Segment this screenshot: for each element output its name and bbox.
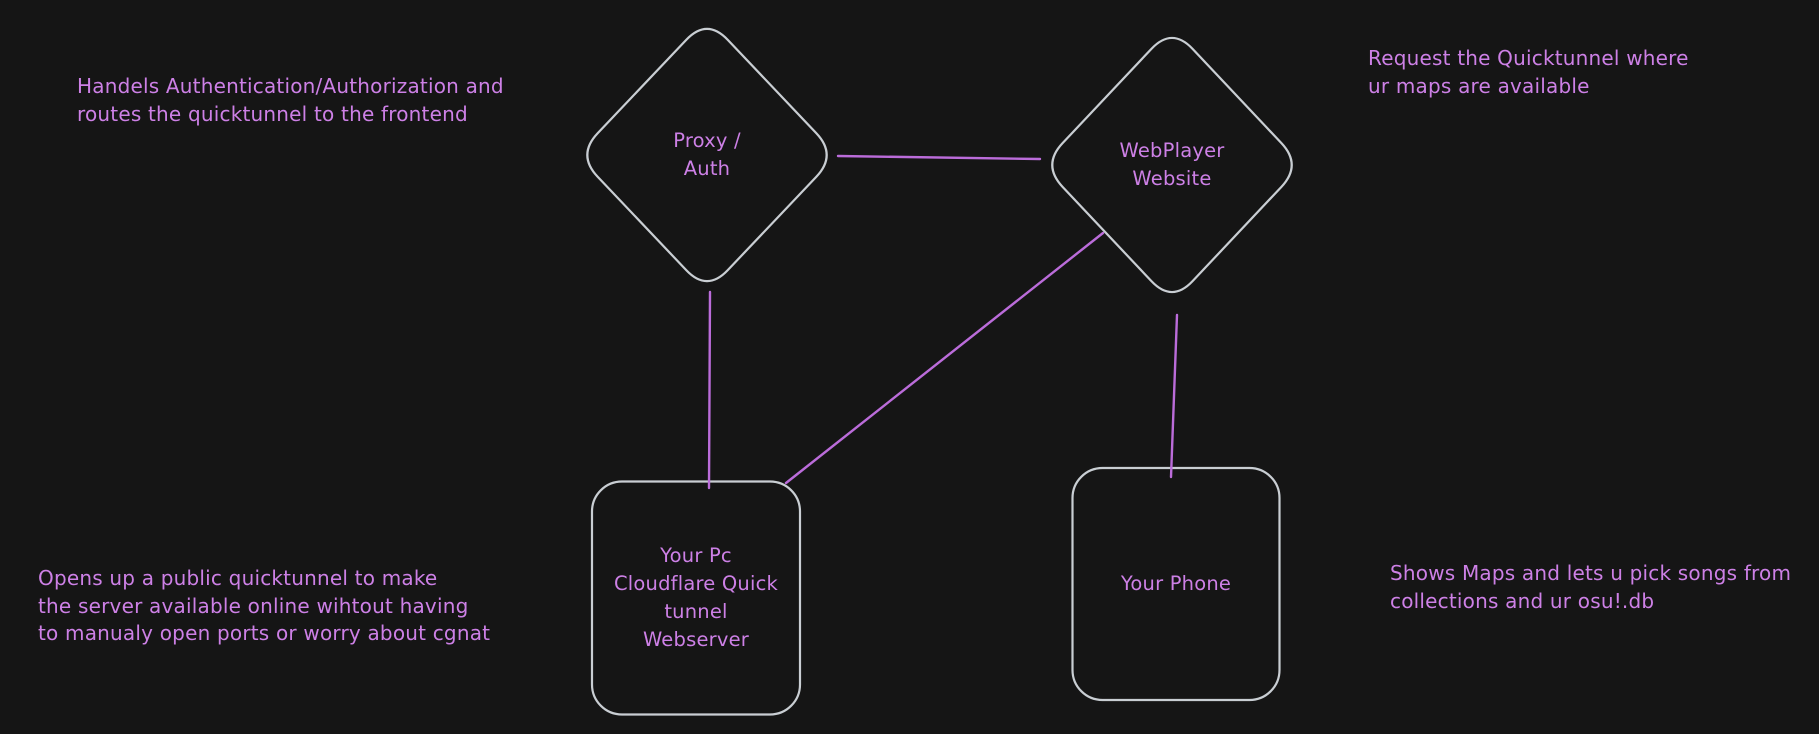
annotation-proxy-note-line: Handels Authentication/Authorization and	[77, 74, 504, 98]
node-your-pc-webserver-shape[interactable]	[590, 480, 802, 716]
node-proxy-auth-label-line: Auth	[683, 157, 731, 180]
node-your-pc-webserver-label-line: Webserver	[642, 628, 750, 651]
node-your-pc-webserver-label-line: Cloudflare Quick	[613, 572, 779, 595]
annotation-proxy-note-line: routes the quicktunnel to the frontend	[77, 101, 468, 126]
annotation-tunnel-note-line: the server available online wihtout havi…	[38, 593, 469, 618]
annotation-tunnel-note-line: Opens up a public quicktunnel to make	[38, 566, 438, 590]
shapes-layer	[586, 27, 1293, 716]
annotation-phone-note-line: Shows Maps and lets u pick songs from	[1390, 561, 1792, 585]
node-your-phone-label[interactable]: Your Phone	[1121, 570, 1231, 598]
node-webplayer-website-label-line: Website	[1132, 167, 1212, 190]
node-proxy-auth-shape[interactable]	[586, 27, 828, 283]
edge-proxy-to-pc[interactable]	[707, 290, 712, 490]
annotation-webplayer-note-line: Request the Quicktunnel where	[1368, 46, 1689, 70]
edges-layer	[707, 154, 1179, 490]
node-proxy-auth-label[interactable]: Proxy / Auth	[673, 127, 741, 183]
annotation-proxy-note[interactable]: Handels Authentication/Authorization and…	[77, 73, 504, 128]
annotation-tunnel-note-line: to manualy open ports or worry about cgn…	[38, 621, 491, 645]
node-your-phone-label-line: Your Phone	[1120, 572, 1232, 595]
edge-proxy-to-webplayer[interactable]	[836, 154, 1042, 161]
annotation-webplayer-note[interactable]: Request the Quicktunnel where ur maps are…	[1368, 45, 1689, 100]
node-proxy-auth-label-line: Proxy /	[673, 129, 741, 152]
node-your-phone-shape[interactable]	[1071, 466, 1281, 702]
edge-webplayer-to-phone[interactable]	[1169, 313, 1179, 479]
annotation-phone-note-line: collections and ur osu!.db	[1390, 588, 1655, 613]
node-webplayer-website-shape[interactable]	[1051, 36, 1293, 294]
annotation-tunnel-note[interactable]: Opens up a public quicktunnel to make the…	[38, 565, 490, 648]
edge-webplayer-to-pc[interactable]	[784, 231, 1105, 485]
annotation-webplayer-note-line: ur maps are available	[1368, 73, 1590, 98]
annotation-phone-note[interactable]: Shows Maps and lets u pick songs from col…	[1390, 560, 1791, 615]
node-your-pc-webserver-label-line: tunnel	[664, 600, 728, 623]
node-webplayer-website-label-line: WebPlayer	[1119, 139, 1225, 162]
node-your-pc-webserver-label-line: Your Pc	[660, 544, 732, 567]
